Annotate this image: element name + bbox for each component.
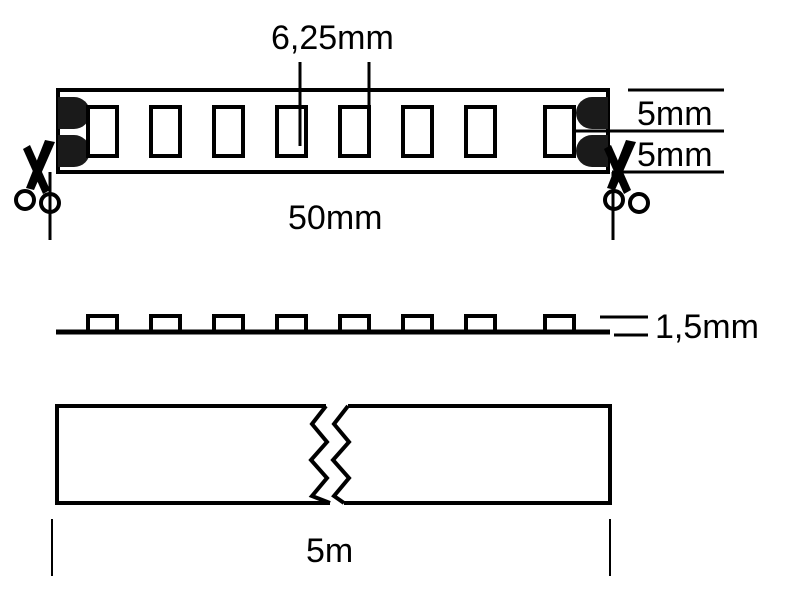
break-symbol	[308, 404, 352, 505]
dimension-label-strip-width-lower: 5mm	[637, 136, 713, 174]
led-package	[212, 105, 245, 158]
solder-pad	[58, 97, 90, 129]
dimension-label-cut-segment: 50mm	[288, 199, 382, 237]
led-package	[86, 105, 119, 158]
cut-mark-left	[14, 140, 61, 240]
thickness-dimension-lines	[600, 315, 648, 337]
side-view-led	[212, 314, 245, 332]
roll-view-group: 5m	[51, 404, 612, 576]
solder-pad	[58, 135, 90, 167]
led-row	[86, 105, 576, 158]
led-package	[149, 105, 182, 158]
led-package	[543, 105, 576, 158]
roll-segment-right	[344, 404, 612, 505]
solder-pad-right-group	[576, 97, 608, 167]
dimension-label-led-pitch: 6,25mm	[271, 19, 394, 57]
side-view-led	[401, 314, 434, 332]
dimension-label-strip-width-upper: 5mm	[637, 95, 713, 133]
length-extension-lines	[51, 519, 611, 576]
led-package	[275, 105, 308, 158]
width-dimension-lines	[612, 88, 724, 174]
side-view-led	[149, 314, 182, 332]
side-view-led	[464, 314, 497, 332]
side-view-led	[338, 314, 371, 332]
dimension-label-reel-length: 5m	[306, 532, 353, 570]
cut-mark-right	[603, 140, 650, 240]
solder-pad	[576, 135, 608, 167]
top-view-group: 6,25mm 50mm 5mm 5mm	[14, 19, 724, 240]
side-view-led	[86, 314, 119, 332]
strip-outline	[56, 88, 610, 174]
led-package	[464, 105, 497, 158]
solder-pad-left-group	[58, 97, 90, 167]
roll-segment-left	[55, 404, 330, 505]
led-package	[401, 105, 434, 158]
scissors-icon	[14, 140, 61, 214]
led-package	[338, 105, 371, 158]
scissors-icon	[603, 140, 650, 214]
dimension-label-strip-thickness: 1,5mm	[655, 308, 759, 346]
side-view-led	[275, 314, 308, 332]
side-view-led-row	[86, 314, 576, 332]
side-view-group: 1,5mm	[56, 308, 759, 346]
solder-pad	[576, 97, 608, 129]
side-view-led	[543, 314, 576, 332]
pitch-leader-lines	[298, 62, 371, 146]
